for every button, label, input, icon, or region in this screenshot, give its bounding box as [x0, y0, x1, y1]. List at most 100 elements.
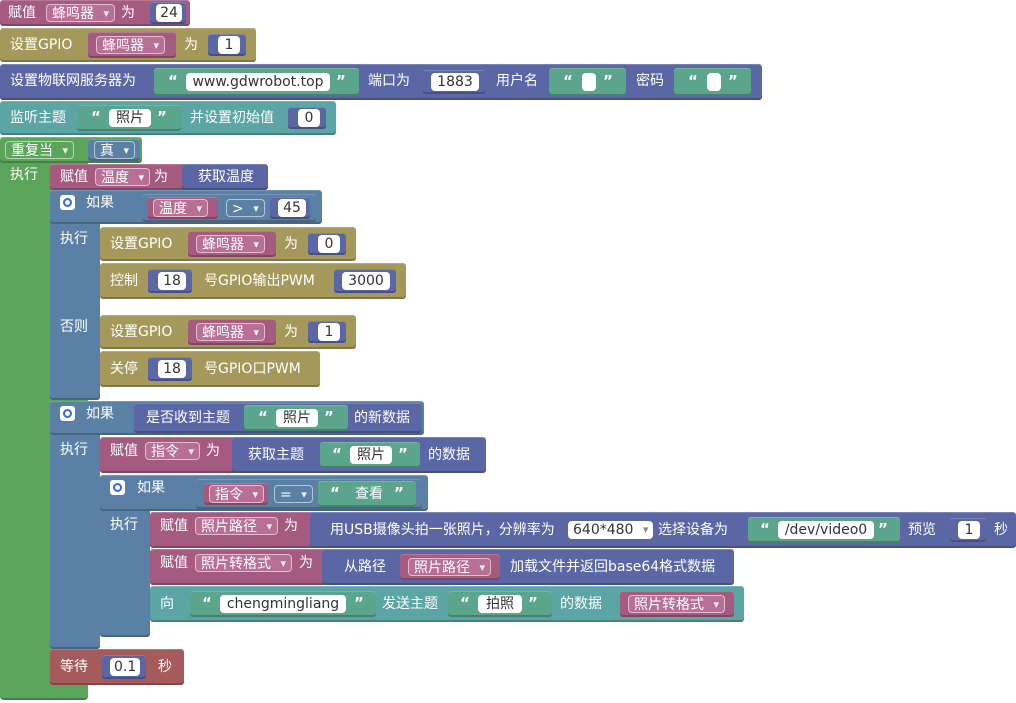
variable-dropdown[interactable]: 蜂鸣器	[196, 235, 265, 254]
topic-received-block: 是否收到主题 “ 照片 ” 的新数据	[134, 403, 422, 433]
iot-server-label: 设置物联网服务器为	[10, 73, 136, 89]
to-label: 为	[284, 324, 298, 340]
load-base64-block[interactable]: 从路径 照片路径 加载文件并返回base64格式数据	[322, 549, 734, 585]
variable-dropdown[interactable]: 指令	[145, 442, 200, 461]
operator-dropdown[interactable]: >	[226, 199, 265, 218]
set-gpio-label: 设置GPIO	[110, 236, 173, 252]
topic-field[interactable]: 照片	[276, 409, 318, 427]
close-quote-icon: ”	[157, 108, 167, 126]
get-temperature-block[interactable]: 获取温度	[182, 164, 268, 190]
number-field[interactable]: 24	[156, 4, 182, 22]
topic-field[interactable]: 照片	[109, 109, 151, 127]
gear-icon[interactable]	[110, 480, 125, 495]
assign-temperature-block[interactable]: 赋值 温度 为	[50, 164, 190, 190]
open-quote-icon: “	[202, 594, 212, 612]
listen-topic-block[interactable]: 监听主题 “ 照片 ” 并设置初始值 0	[0, 101, 336, 135]
variable-dropdown[interactable]: 照片转格式	[195, 554, 292, 573]
else-label: 否则	[60, 319, 88, 335]
stop-pwm-block[interactable]: 关停 18 号GPIO口PWM	[100, 351, 320, 387]
if-label: 如果	[86, 406, 114, 422]
operator-dropdown[interactable]: =	[274, 485, 313, 504]
assign-photo-format-block[interactable]: 赋值 照片转格式 为	[150, 549, 330, 585]
port-field[interactable]: 1883	[431, 73, 479, 91]
set-gpio-block[interactable]: 设置GPIO 蜂鸣器 为 1	[100, 315, 356, 349]
resolution-dropdown[interactable]: 640*480	[568, 521, 654, 539]
variable-dropdown[interactable]: 蜂鸣器	[46, 4, 115, 23]
if-topic-header: 如果 是否收到主题 “ 照片 ” 的新数据	[50, 401, 424, 435]
if-temperature-header: 如果 温度 > 45	[50, 190, 322, 224]
get-temperature-label: 获取温度	[198, 169, 254, 185]
variable-dropdown[interactable]: 蜂鸣器	[96, 36, 165, 55]
pin-field[interactable]: 18	[158, 360, 186, 378]
condition-dropdown[interactable]: 真	[94, 141, 135, 160]
variable-dropdown[interactable]: 温度	[95, 168, 150, 187]
password-label: 密码	[636, 73, 664, 89]
server-string-block: “ www.gdwrobot.top ”	[154, 68, 359, 96]
pin-field[interactable]: 18	[158, 272, 186, 290]
variable-dropdown[interactable]: 照片路径	[408, 558, 491, 577]
then-label: 执行	[60, 442, 88, 458]
assign-label: 赋值	[110, 443, 138, 459]
variable-dropdown[interactable]: 照片转格式	[628, 595, 725, 614]
open-quote-icon: “	[332, 445, 342, 463]
variable-block: 照片转格式	[620, 591, 734, 617]
server-field[interactable]: www.gdwrobot.top	[186, 73, 330, 91]
if-temperature-block[interactable]	[50, 190, 100, 400]
variable-block: 蜂鸣器	[188, 231, 276, 257]
target-field[interactable]: chengmingliang	[220, 595, 346, 613]
loop-mode-dropdown[interactable]: 重复当	[5, 141, 74, 160]
to-label: 为	[154, 169, 168, 185]
from-path-label: 从路径	[344, 559, 386, 575]
username-label: 用户名	[496, 73, 538, 89]
username-field[interactable]	[582, 73, 596, 91]
value-field[interactable]: 查看	[348, 485, 390, 503]
open-quote-icon: “	[460, 594, 470, 612]
iot-server-block[interactable]: 设置物联网服务器为 “ www.gdwrobot.top ” 端口为 1883 …	[0, 64, 762, 100]
assign-buzzer-block[interactable]: 赋值 蜂鸣器 为 24	[0, 0, 190, 26]
set-gpio-block[interactable]: 设置GPIO 蜂鸣器 为 0	[100, 227, 356, 261]
topic-field[interactable]: 拍照	[478, 595, 522, 613]
pwm-value-field[interactable]: 3000	[342, 272, 390, 290]
wait-value-field[interactable]: 0.1	[110, 658, 140, 676]
password-field[interactable]	[707, 73, 721, 91]
if-topic-block[interactable]	[50, 401, 100, 649]
assign-photo-path-block[interactable]: 赋值 照片路径 为	[150, 512, 316, 548]
open-quote-icon: “	[760, 520, 770, 538]
init-field[interactable]: 0	[298, 109, 320, 127]
number-block: 0	[308, 233, 346, 255]
assign-command-block[interactable]: 赋值 指令 为	[100, 437, 240, 473]
pwm-output-label: 号GPIO输出PWM	[204, 273, 315, 289]
number-field[interactable]: 1	[318, 323, 340, 341]
pwm-output-block[interactable]: 控制 18 号GPIO输出PWM 3000	[100, 263, 406, 299]
variable-dropdown[interactable]: 照片路径	[195, 517, 278, 536]
close-quote-icon: ”	[394, 484, 404, 502]
topic-field[interactable]: 照片	[350, 446, 392, 464]
variable-dropdown[interactable]: 蜂鸣器	[196, 323, 265, 342]
topic-received-label: 是否收到主题	[146, 410, 230, 426]
number-field[interactable]: 45	[278, 199, 306, 217]
get-topic-data-block[interactable]: 获取主题 “ 照片 ” 的数据	[232, 437, 486, 473]
data-label: 的数据	[428, 447, 470, 463]
number-field[interactable]: 1	[218, 36, 240, 54]
gear-icon[interactable]	[60, 195, 75, 210]
open-quote-icon: “	[330, 484, 340, 502]
usb-camera-block[interactable]: 用USB摄像头拍一张照片，分辨率为 640*480 选择设备为 “ /dev/v…	[310, 512, 1016, 548]
set-gpio-block[interactable]: 设置GPIO 蜂鸣器 为 1	[0, 28, 256, 62]
variable-block: 照片路径	[400, 554, 500, 580]
pin-block: 18	[148, 269, 192, 293]
preview-field[interactable]: 1	[958, 521, 980, 539]
assign-label: 赋值	[160, 518, 188, 534]
variable-dropdown[interactable]: 温度	[153, 199, 208, 218]
send-topic-label: 发送主题	[382, 596, 438, 612]
repeat-while-header: 重复当 真	[0, 137, 142, 163]
gear-icon[interactable]	[60, 406, 75, 421]
variable-dropdown[interactable]: 指令	[209, 485, 264, 504]
to-target-label: 向	[160, 596, 174, 612]
number-field[interactable]: 0	[318, 235, 340, 253]
then-label: 执行	[110, 517, 138, 533]
device-field[interactable]: /dev/video0	[778, 521, 874, 539]
send-topic-block[interactable]: 向 “ chengmingliang ” 发送主题 “ 拍照 ” 的数据 照片转…	[150, 586, 744, 622]
wait-block[interactable]: 等待 0.1 秒	[50, 649, 184, 685]
set-gpio-label: 设置GPIO	[110, 324, 173, 340]
open-quote-icon: “	[563, 72, 573, 90]
